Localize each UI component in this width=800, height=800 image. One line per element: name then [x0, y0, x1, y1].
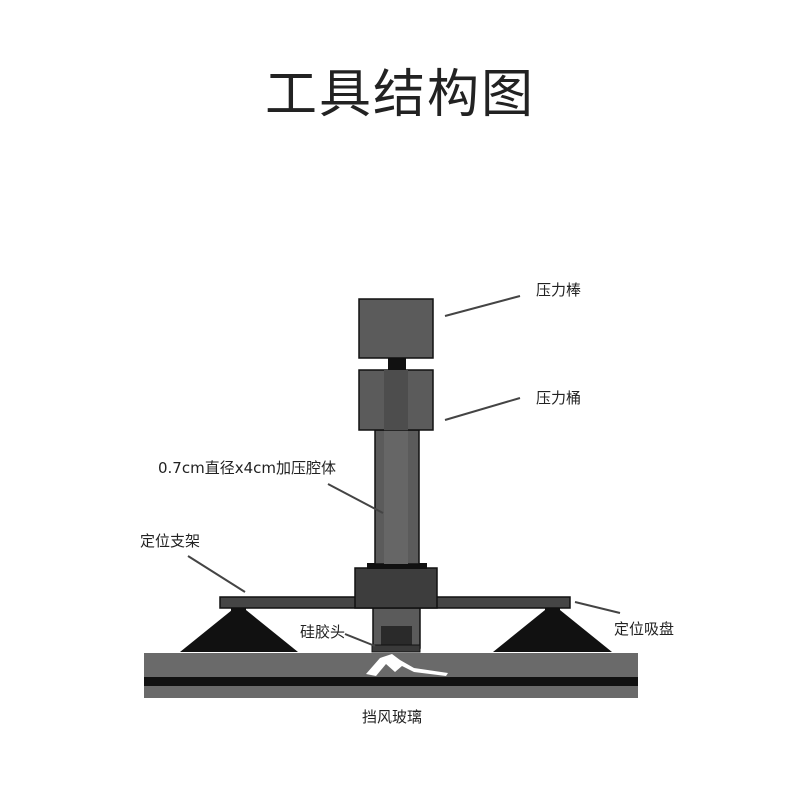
page-title: 工具结构图: [264, 65, 535, 125]
windshield-black-layer: [144, 677, 638, 686]
silicone-head: [381, 626, 412, 646]
windshield-glass-lower: [144, 686, 638, 698]
leader-pressure-barrel: [444, 397, 521, 421]
hub-collar: [367, 563, 427, 569]
pressure-rod-shape: [358, 298, 434, 359]
glass-crack: [366, 654, 448, 676]
left-suction-cup: [180, 610, 298, 652]
barrel-inner: [384, 370, 408, 430]
leader-pressure-rod: [444, 295, 521, 317]
label-chamber: 0.7cm直径x4cm加压腔体: [158, 459, 336, 477]
leader-silicone-head: [344, 633, 376, 647]
label-silicone-head: 硅胶头: [300, 623, 346, 641]
leader-bracket: [187, 555, 246, 593]
leader-chamber: [327, 483, 384, 514]
label-positioning-bracket: 定位支架: [140, 532, 201, 550]
right-suction-cup: [493, 610, 612, 652]
chamber-inner: [384, 430, 408, 564]
rod-connector: [388, 358, 406, 370]
leader-suction-cup: [574, 601, 621, 614]
label-pressure-rod: 压力棒: [536, 281, 582, 299]
central-hub: [354, 567, 438, 609]
label-positioning-suction-cup: 定位吸盘: [614, 620, 675, 638]
label-pressure-barrel: 压力桶: [536, 389, 582, 407]
silicone-head-tip: [371, 644, 421, 653]
label-windshield: 挡风玻璃: [362, 708, 423, 726]
